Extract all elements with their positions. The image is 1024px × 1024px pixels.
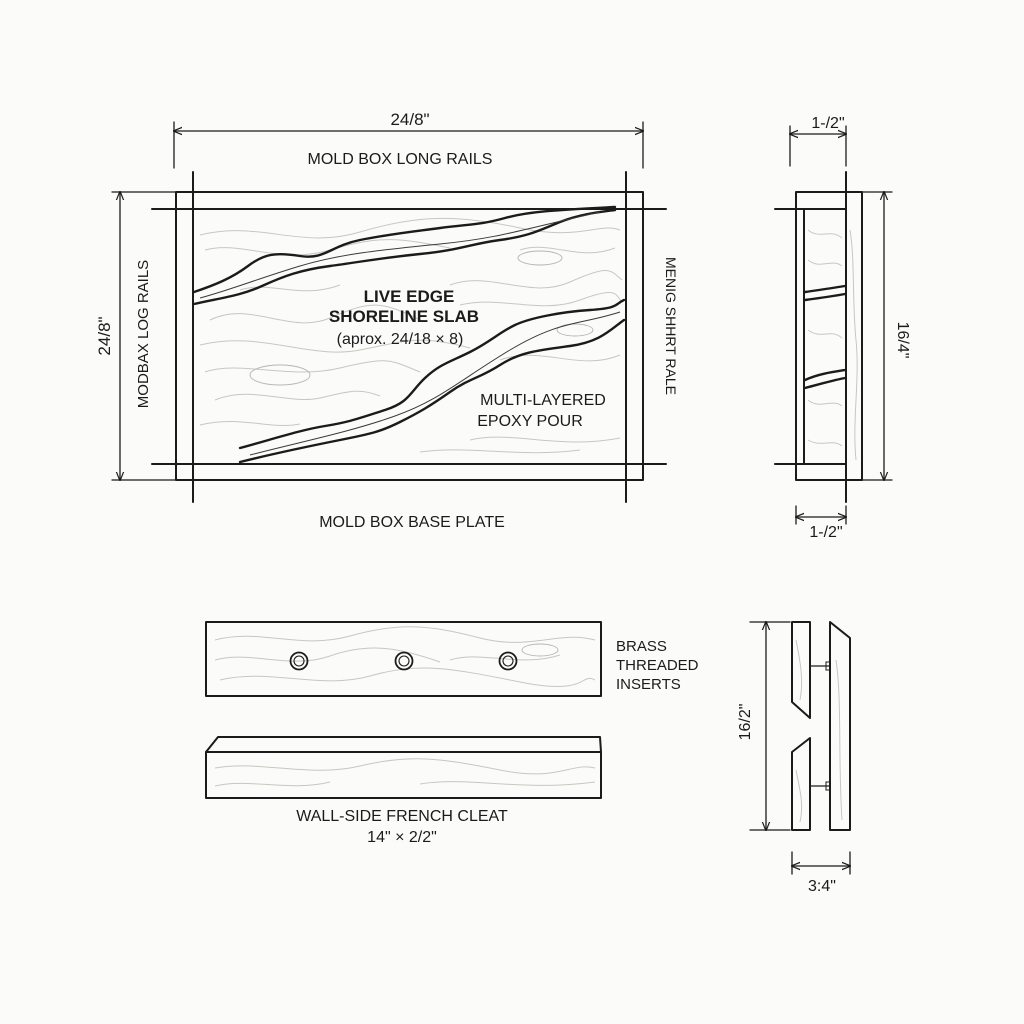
width-dim-label: 24/8"	[390, 110, 429, 129]
mold-box-frame	[175, 191, 644, 481]
side-bottom-dimension: 1-/2"	[796, 505, 846, 541]
profile-bottom-dim-label: 3:4"	[808, 878, 836, 895]
inserts-label-line2: THREADED	[616, 657, 699, 674]
cleat-front-face	[205, 751, 602, 799]
cleat-label-line1: WALL-SIDE FRENCH CLEAT	[296, 808, 508, 825]
profile-wall-upper	[791, 621, 811, 719]
profile-wall-lower	[791, 737, 811, 831]
epoxy-river-lower	[238, 298, 626, 464]
long-rails-label: MOLD BOX LONG RAILS	[308, 151, 493, 168]
profile-height-dimension: 16/2"	[737, 622, 791, 830]
inserts-label-line1: BRASS	[616, 638, 667, 655]
cleat-bar-with-inserts: BRASS THREADED INSERTS	[205, 621, 699, 697]
height-dim-label: 24/8"	[95, 316, 114, 355]
epoxy-river-upper	[192, 205, 617, 306]
side-section-outer	[795, 191, 863, 481]
brass-insert-2	[394, 651, 414, 671]
side-bottom-dim-label: 1-/2"	[809, 524, 842, 541]
profile-screw-upper	[809, 661, 831, 671]
slab-size-label: (aprox. 24/18 × 8)	[337, 331, 464, 348]
slab-wood-grain	[199, 217, 623, 454]
side-height-dim-label: 16/4"	[894, 322, 911, 359]
profile-art-cleat	[829, 621, 851, 831]
epoxy-label-line2: EPOXY POUR	[477, 413, 583, 430]
side-top-dimension: 1-/2"	[790, 115, 846, 167]
width-dimension: 24/8"	[174, 110, 643, 169]
height-dimension: 24/8"	[95, 192, 177, 480]
top-view: 24/8" MOLD BOX LONG RAILS 24/8" MODBAX L…	[95, 110, 679, 531]
cleat-profile: 16/2" 3:4"	[737, 621, 851, 895]
cleat-bar-outline	[205, 621, 602, 697]
cleat-bevel-face	[205, 736, 602, 753]
brass-insert-3	[498, 651, 518, 671]
right-rail-label: MENIG SHHRT RALE	[663, 257, 679, 395]
epoxy-label-line1: MULTI-LAYERED	[480, 392, 606, 409]
slab-title-line1: LIVE EDGE	[364, 287, 455, 306]
profile-height-dim-label: 16/2"	[737, 704, 754, 741]
side-grain	[803, 229, 858, 461]
brass-insert-1	[289, 651, 309, 671]
profile-bottom-dimension: 3:4"	[792, 851, 850, 895]
left-rail-label: MODBAX LOG RAILS	[135, 260, 152, 408]
inserts-label-line3: INSERTS	[616, 676, 681, 693]
side-view: 1-/2" 16/4" 1-/2"	[774, 115, 911, 541]
side-top-dim-label: 1-/2"	[811, 115, 844, 132]
cleat-label-line2: 14" × 2/2"	[367, 829, 437, 846]
profile-screw-lower	[809, 781, 831, 791]
french-cleat: WALL-SIDE FRENCH CLEAT 14" × 2/2"	[205, 736, 602, 846]
slab-title-line2: SHORELINE SLAB	[329, 307, 479, 326]
side-height-dimension: 16/4"	[861, 192, 911, 480]
base-plate-label: MOLD BOX BASE PLATE	[319, 514, 505, 531]
